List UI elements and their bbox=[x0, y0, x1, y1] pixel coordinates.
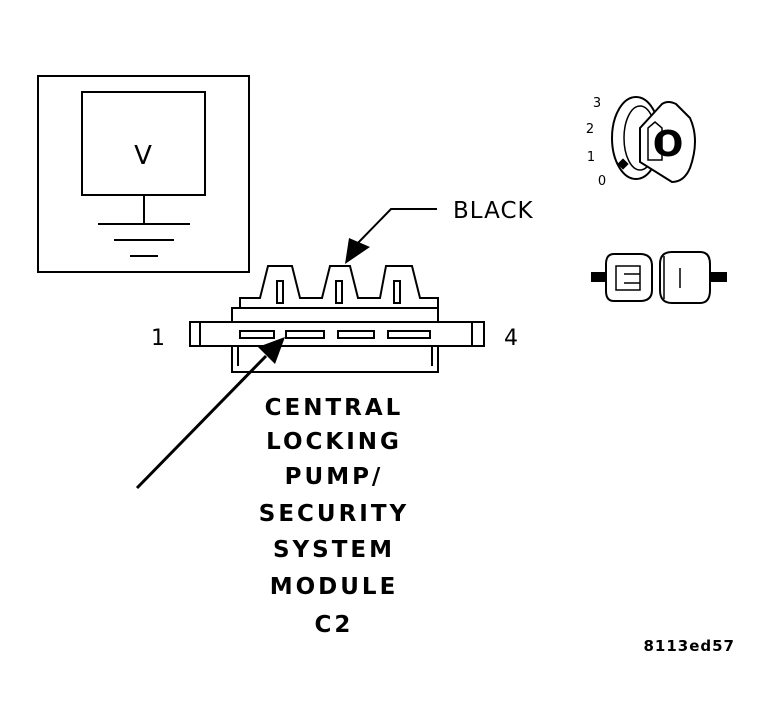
voltmeter-outer-box bbox=[37, 75, 250, 273]
ignition-position-3: 3 bbox=[593, 96, 601, 111]
voltmeter-label: V bbox=[134, 141, 152, 171]
cavity-3 bbox=[337, 330, 375, 339]
caption-line-6: MODULE bbox=[270, 574, 399, 600]
caption-line-2: LOCKING bbox=[266, 429, 402, 455]
connector-caption: CENTRAL LOCKING PUMP/ SECURITY SYSTEM MO… bbox=[259, 395, 409, 638]
caption-line-5: SYSTEM bbox=[273, 537, 395, 563]
voltmeter-symbol: V bbox=[37, 75, 250, 273]
ignition-position-1: 1 bbox=[587, 150, 595, 165]
cavity-4 bbox=[387, 330, 431, 339]
cavity-pointer-arrow bbox=[135, 337, 285, 490]
caption-line-7: C2 bbox=[315, 612, 354, 638]
key-mark: O bbox=[653, 124, 684, 165]
ground-icon bbox=[98, 195, 190, 257]
ignition-switch-icon: 3 2 1 0 O bbox=[586, 96, 696, 189]
pin-label-first: 1 bbox=[151, 326, 165, 351]
connector-color-label: BLACK bbox=[453, 198, 534, 224]
connector-c2 bbox=[189, 265, 485, 373]
pin-label-last: 4 bbox=[504, 326, 518, 351]
figure-id: 8113ed57 bbox=[643, 637, 735, 655]
ignition-position-2: 2 bbox=[586, 122, 594, 137]
ignition-position-0: 0 bbox=[598, 174, 606, 189]
caption-line-4: SECURITY bbox=[259, 501, 409, 527]
cavity-2 bbox=[285, 330, 325, 339]
key-icon bbox=[639, 101, 696, 184]
color-leader-arrow bbox=[345, 208, 437, 264]
caption-line-1: CENTRAL bbox=[265, 395, 404, 421]
connector-pair-icon bbox=[591, 251, 727, 304]
caption-line-3: PUMP/ bbox=[285, 464, 384, 490]
cavity-1 bbox=[239, 330, 275, 339]
connector-cavities bbox=[239, 330, 431, 339]
